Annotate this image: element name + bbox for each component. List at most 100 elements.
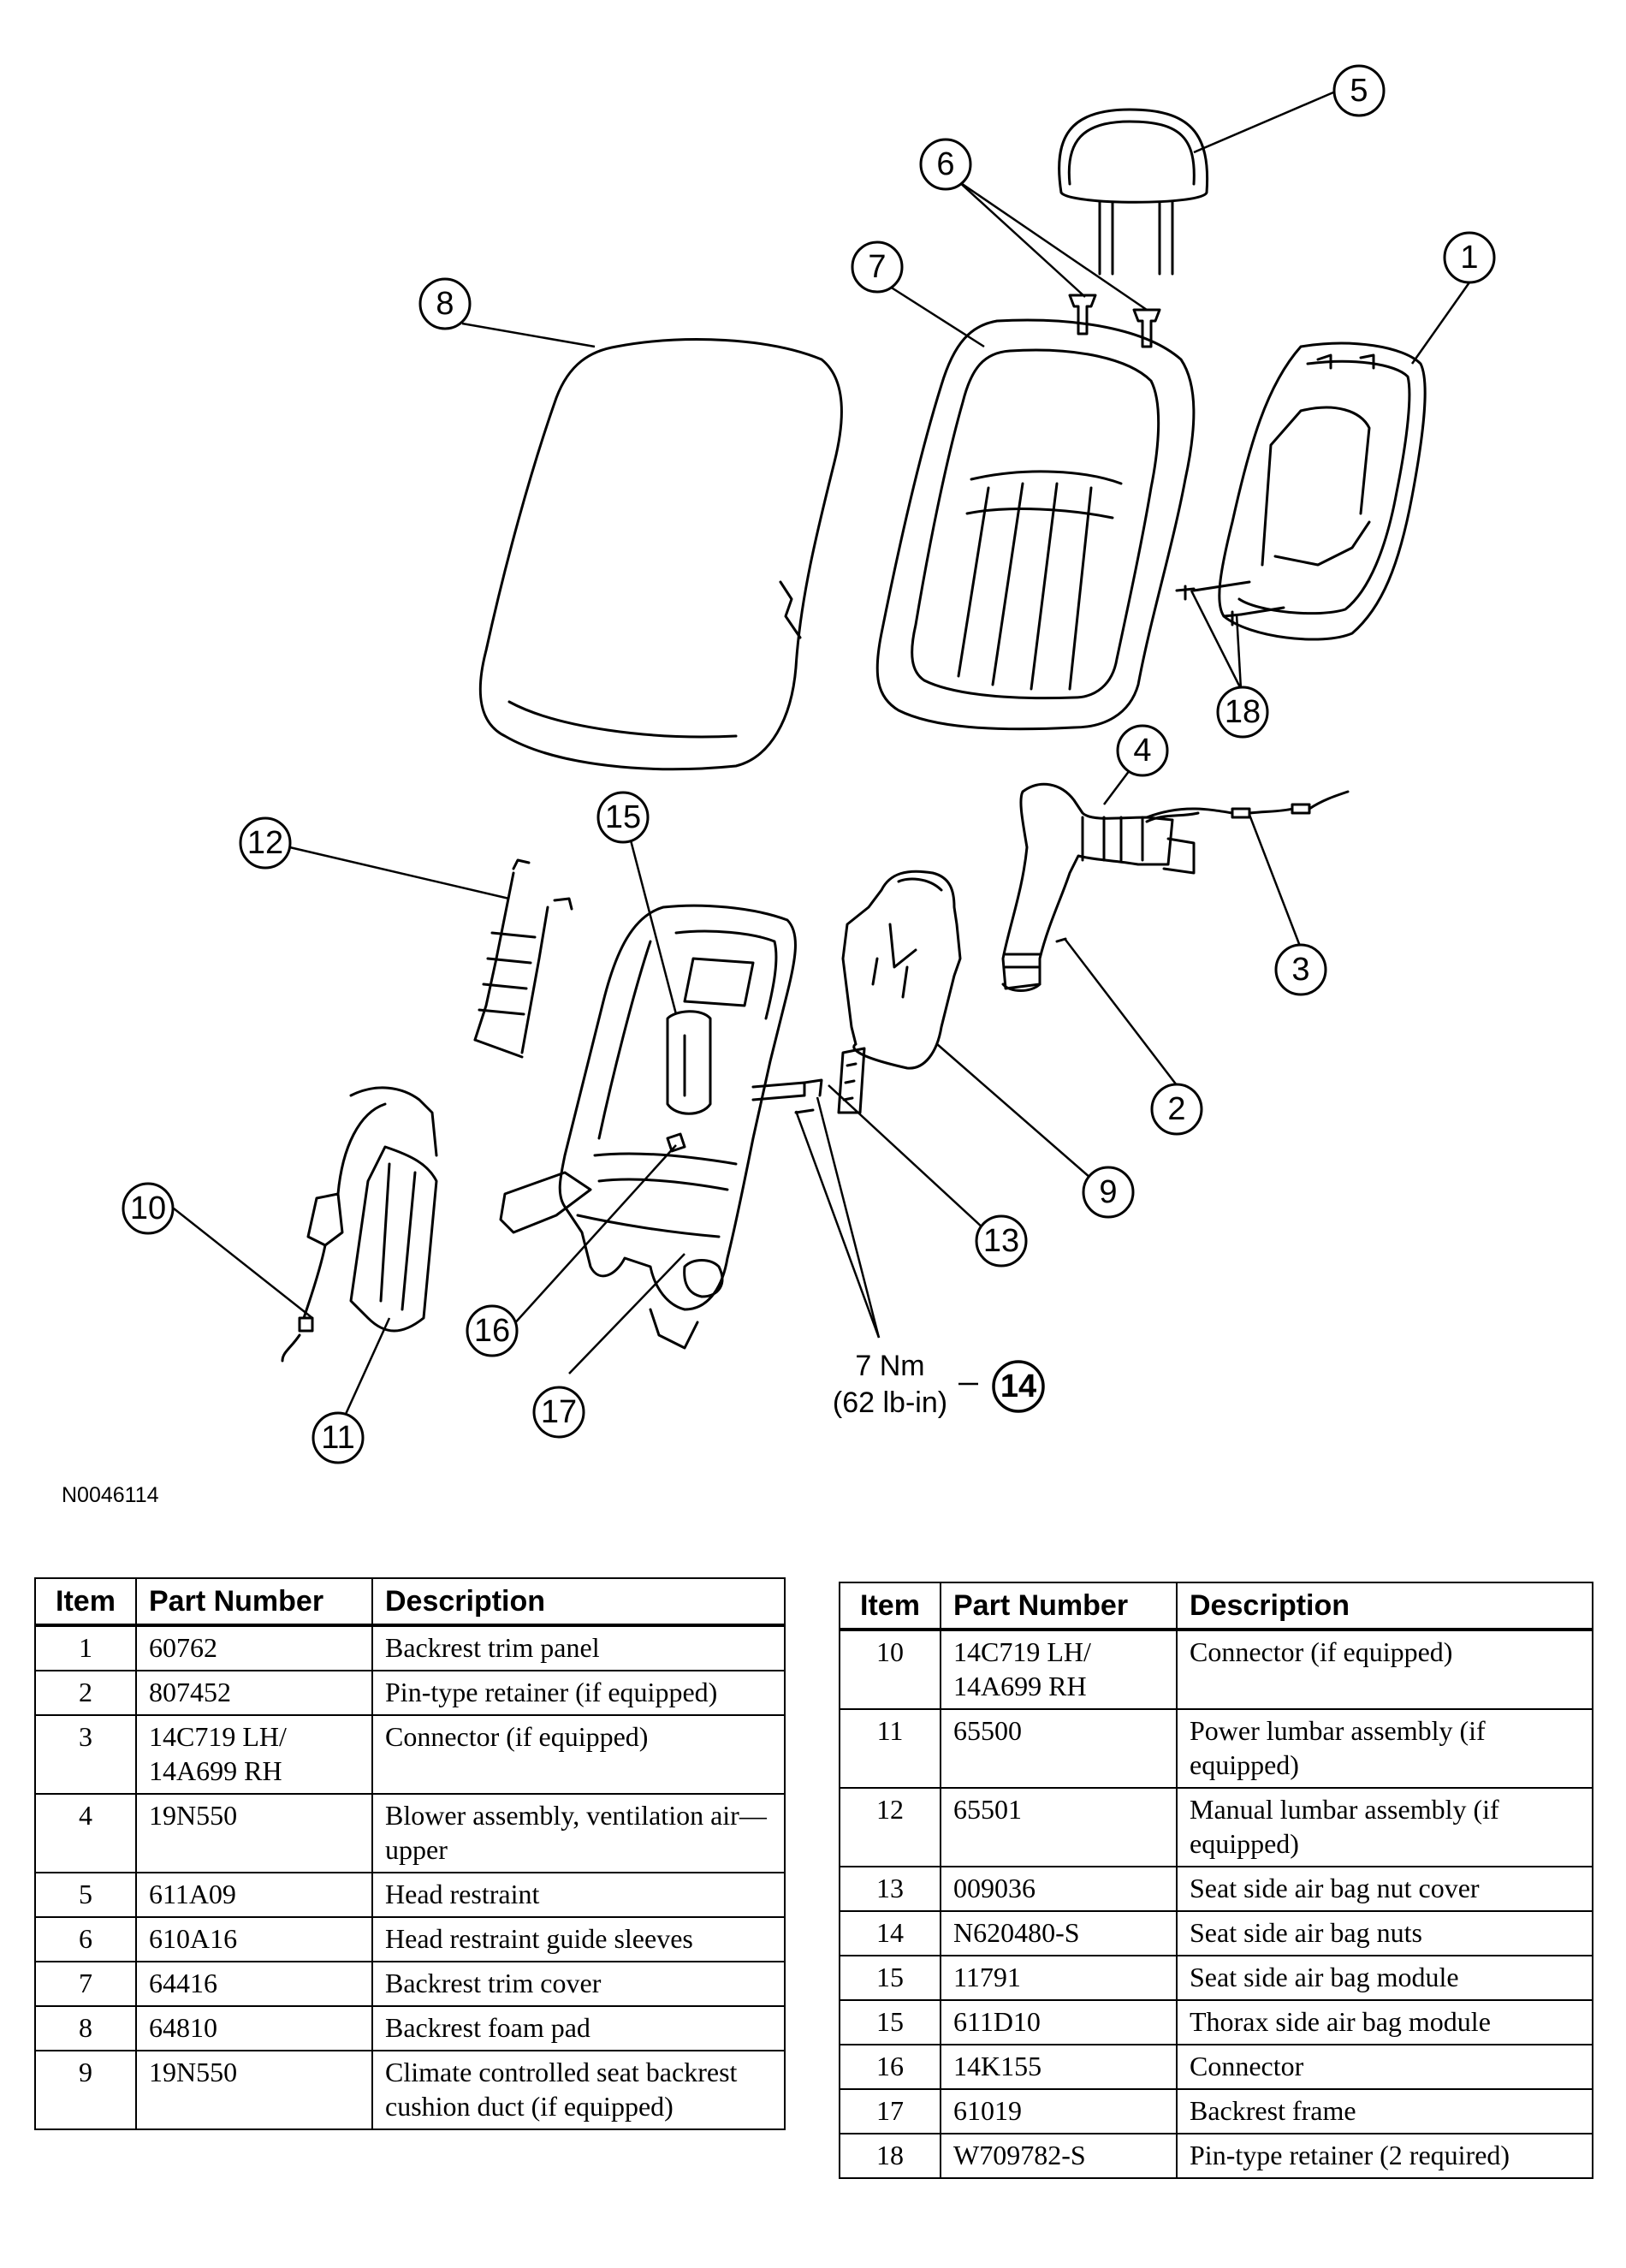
description-cell: Climate controlled seat backrest cushion… [371,2050,786,2130]
callout-17-circle [532,1386,585,1439]
item-header: Item [34,1577,137,1627]
part-number-header: Part Number [135,1577,373,1627]
description-cell: Backrest foam pad [371,2005,786,2051]
figure-id: N0046114 [62,1483,159,1507]
item-cell: 15 [839,1999,941,2045]
exploded-view-diagram: 1 2 3 4 5 6 7 8 9 10 11 12 13 14 15 16 1… [122,64,1496,1464]
cushion-duct-drawing [841,870,962,1070]
callout-9-label: 9 [1099,1174,1117,1210]
torque-lbin: (62 lb-in) [833,1386,947,1419]
part-number-cell: 65500 [940,1708,1178,1789]
description-cell: Backrest trim panel [371,1624,786,1671]
description-header: Description [1176,1582,1593,1631]
trim-cover-drawing [875,318,1196,731]
retainers-18-drawing [1175,580,1285,626]
nut-cover-drawing [794,1047,866,1114]
item-cell: 11 [839,1708,941,1789]
part-number-cell: N620480-S [940,1910,1178,1956]
callout-10-label: 10 [130,1190,166,1226]
description-cell: Connector [1176,2044,1593,2090]
part-number-cell: 14K155 [940,2044,1178,2090]
part-number-cell: 14C719 LH/ 14A699 RH [940,1629,1178,1710]
callout-1-label: 1 [1460,240,1478,276]
callout-7-label: 7 [868,249,886,285]
callout-7-circle [851,240,904,294]
callout-4-label: 4 [1133,733,1151,769]
callout-15-circle [596,791,650,844]
callout-14-label: 14 [1000,1369,1036,1404]
callout-1-circle [1443,231,1496,284]
description-cell: Seat side air bag module [1176,1955,1593,2001]
callout-18-label: 18 [1225,694,1261,730]
trim-panel-drawing [1218,341,1427,641]
item-cell: 12 [839,1787,941,1867]
callout-12-label: 12 [247,825,283,861]
description-cell: Seat side air bag nuts [1176,1910,1593,1956]
description-cell: Head restraint guide sleeves [371,1916,786,1962]
table-header-row: Item Part Number Description [839,1582,1593,1631]
part-number-cell: 611D10 [940,1999,1178,2045]
item-cell: 15 [839,1955,941,2001]
part-number-cell: 61019 [940,2088,1178,2134]
part-number-cell: 64416 [135,1961,373,2007]
part-number-cell: 11791 [940,1955,1178,2001]
callout-18-circle [1216,686,1269,739]
callout-2-circle [1150,1083,1203,1136]
description-cell: Pin-type retainer (if equipped) [371,1670,786,1716]
foam-pad-drawing [478,338,843,771]
item-cell: 3 [34,1714,137,1795]
manual-lumbar-drawing [473,858,573,1059]
description-cell: Backrest frame [1176,2088,1593,2134]
callout-3-circle [1274,943,1327,996]
callout-11-circle [312,1411,365,1464]
item-cell: 10 [839,1629,941,1710]
callout-16-label: 16 [474,1313,510,1349]
callout-circles [122,64,1496,1464]
description-header: Description [371,1577,786,1627]
description-cell: Head restraint [371,1872,786,1918]
part-number-cell: 60762 [135,1624,373,1671]
description-cell: Pin-type retainer (2 required) [1176,2133,1593,2179]
description-cell: Power lumbar assembly (if equipped) [1176,1708,1593,1789]
part-number-cell: 64810 [135,2005,373,2051]
callout-12-circle [239,816,292,870]
description-cell: Seat side air bag nut cover [1176,1866,1593,1912]
part-number-cell: W709782-S [940,2133,1178,2179]
item-cell: 6 [34,1916,137,1962]
part-number-cell: 009036 [940,1866,1178,1912]
callout-6-label: 6 [936,146,954,182]
callout-4-circle [1116,724,1169,777]
item-cell: 1 [34,1624,137,1671]
callout-8-circle [418,277,472,330]
description-cell: Manual lumbar assembly (if equipped) [1176,1787,1593,1867]
item-header: Item [839,1582,941,1631]
description-cell: Blower assembly, ventilation air—upper [371,1793,786,1873]
part-number-header: Part Number [940,1582,1178,1631]
description-cell: Thorax side air bag module [1176,1999,1593,2045]
part-number-cell: 610A16 [135,1916,373,1962]
callout-3-label: 3 [1291,952,1309,988]
guide-sleeves-drawing [1068,294,1161,348]
part-number-cell: 65501 [940,1787,1178,1867]
description-cell: Connector (if equipped) [371,1714,786,1795]
blower-assembly-drawing [1001,782,1200,992]
item-cell: 8 [34,2005,137,2051]
table-header-row: Item Part Number Description [34,1577,786,1627]
callout-13-label: 13 [983,1223,1019,1259]
callout-13-circle [975,1214,1028,1268]
item-cell: 14 [839,1910,941,1956]
power-lumbar-drawing [281,1086,438,1363]
